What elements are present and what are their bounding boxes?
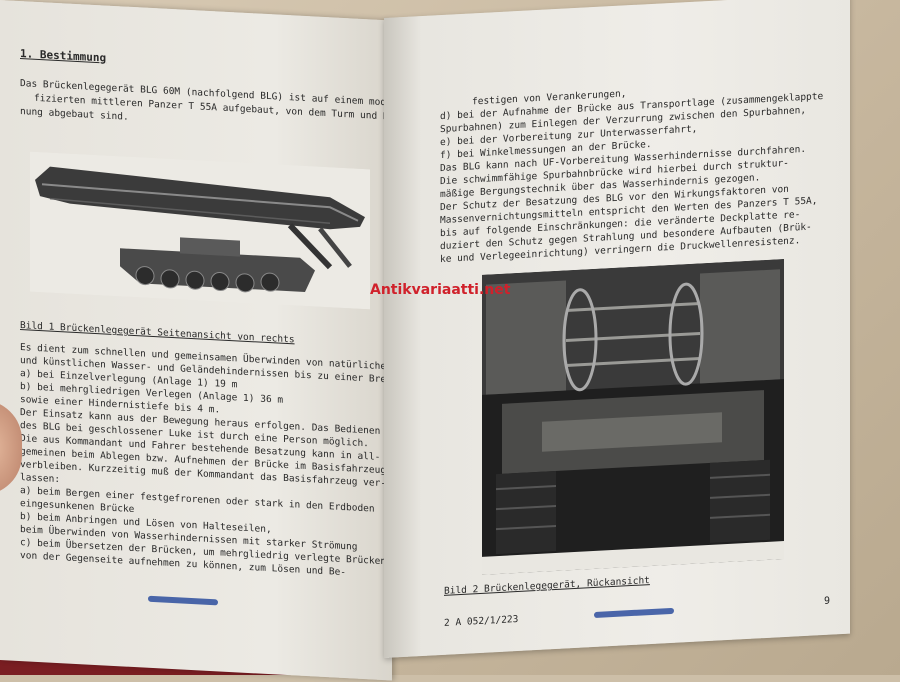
right-page: festigen von Verankerungen, d) bei der A… bbox=[384, 0, 850, 658]
figure-2-caption: Bild 2 Brückenlegegerät, Rückansicht bbox=[444, 575, 650, 597]
document-code: 2 A 052/1/223 bbox=[444, 613, 519, 629]
watermark-text: Antikvariaatti.net bbox=[370, 282, 511, 298]
page-number: 9 bbox=[824, 595, 831, 607]
thumb bbox=[0, 400, 22, 495]
tank-side-view-photo bbox=[30, 151, 370, 310]
left-page: 1. Bestimmung Das Brückenlegegerät BLG 6… bbox=[0, 0, 423, 681]
ink-stamp-mark-right bbox=[594, 607, 674, 618]
tank-rear-view-photo bbox=[482, 259, 784, 575]
ink-stamp-mark bbox=[148, 595, 218, 606]
section-heading: 1. Bestimmung bbox=[20, 47, 107, 65]
